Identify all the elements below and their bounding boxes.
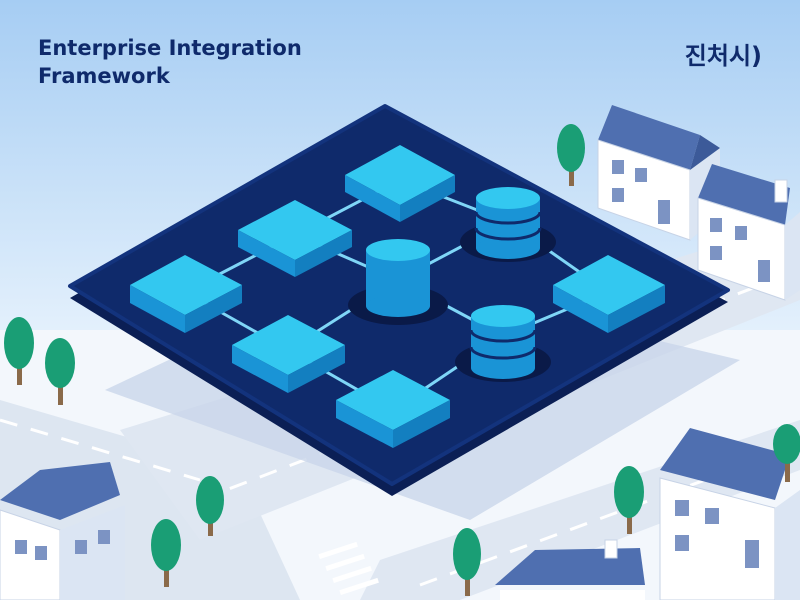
tree-top-right xyxy=(557,124,585,186)
database-upper-right xyxy=(460,187,556,262)
service-block-bottom xyxy=(336,370,450,448)
service-block-right xyxy=(553,255,665,333)
tree-right-edge xyxy=(773,424,800,482)
trees xyxy=(4,124,800,596)
tree-left-2 xyxy=(45,338,75,405)
tree-bottom-1 xyxy=(196,476,224,536)
corner-label: 진처시) xyxy=(684,42,762,70)
tree-bottom-4 xyxy=(614,466,644,534)
house-bottom-center xyxy=(495,539,645,600)
service-block-top xyxy=(345,145,455,222)
house-bottom-right xyxy=(659,428,800,600)
service-block-upper-left xyxy=(238,200,352,277)
tree-bottom-3 xyxy=(453,528,481,596)
tree-bottom-2 xyxy=(151,519,181,587)
database-center xyxy=(348,239,448,325)
service-block-left xyxy=(130,255,242,333)
page-title: Enterprise Integration Framework xyxy=(38,34,378,90)
house-bottom-left xyxy=(0,462,125,600)
title-line-2: Framework xyxy=(38,64,170,88)
integration-nodes xyxy=(130,145,665,448)
database-lower-right xyxy=(455,305,551,382)
title-line-1: Enterprise Integration xyxy=(38,36,302,60)
tree-left-1 xyxy=(4,317,34,385)
house-right xyxy=(697,164,800,301)
service-block-center-left xyxy=(232,315,345,393)
